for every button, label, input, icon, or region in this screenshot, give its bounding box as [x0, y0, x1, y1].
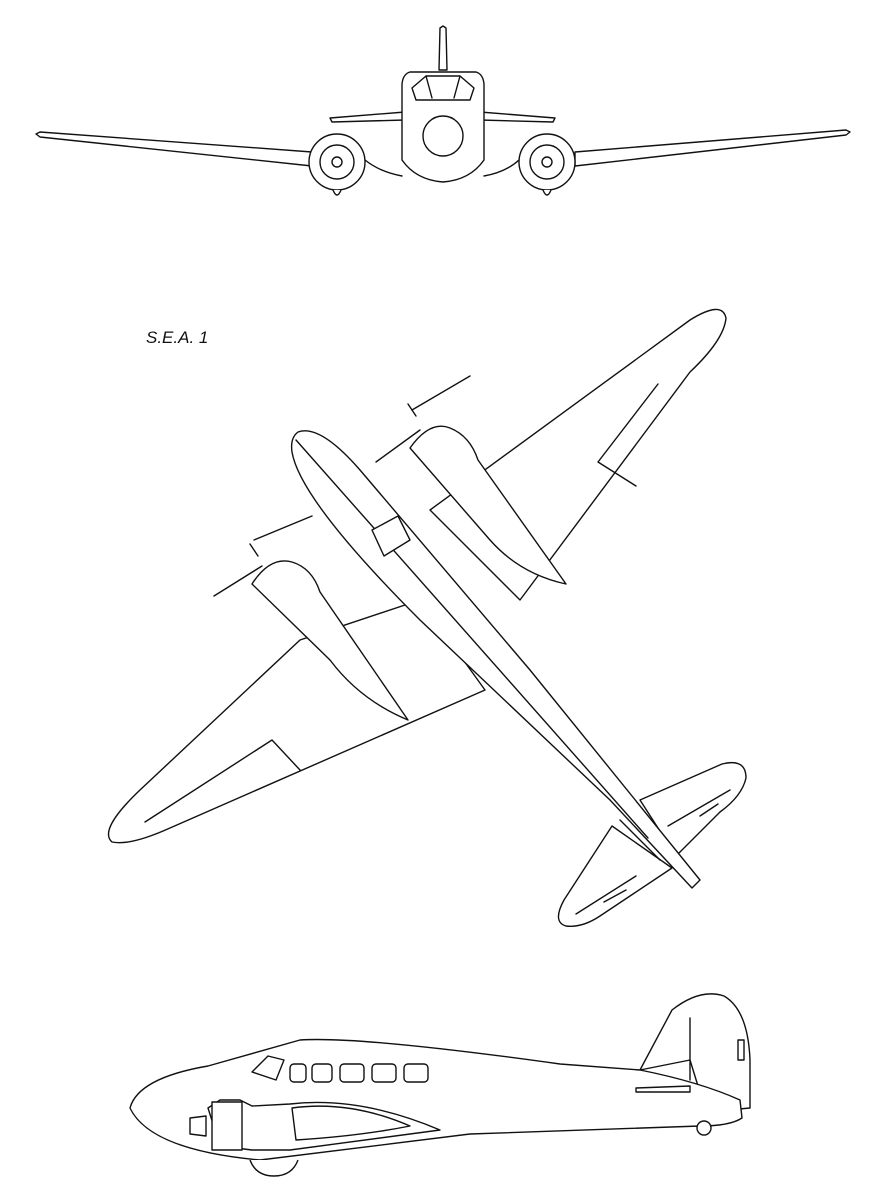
side-view-windscreen: [251, 1055, 285, 1081]
side-view-fin: [639, 993, 751, 1113]
plan-view-cockpit: [371, 515, 411, 557]
plan-view-lower-wing: [107, 599, 486, 844]
plan-view-upper-engine: [375, 375, 567, 585]
side-view-windows: [289, 1063, 429, 1083]
front-view-windscreen: [411, 75, 475, 101]
side-view-tail-wheel: [696, 1120, 712, 1136]
side-view-engine: [189, 1099, 441, 1151]
plan-view-upper-tailplane: [639, 761, 747, 857]
side-view-main-wheel: [249, 1159, 299, 1177]
designation-label: S.E.A. 1: [146, 328, 209, 347]
front-view-right-wing: [574, 129, 851, 167]
front-view-right-tailplane: [479, 111, 556, 123]
front-view-fin: [438, 25, 448, 71]
plan-view: [107, 308, 747, 927]
front-view-right-engine: [518, 133, 576, 196]
front-view-left-engine: [308, 133, 366, 196]
plan-view-lower-tailplane: [557, 825, 673, 927]
side-view: [129, 993, 751, 1177]
front-view-left-wing: [35, 131, 313, 167]
front-view-left-tailplane: [329, 111, 406, 123]
plan-view-lower-engine: [213, 515, 409, 721]
front-view: [35, 25, 851, 196]
